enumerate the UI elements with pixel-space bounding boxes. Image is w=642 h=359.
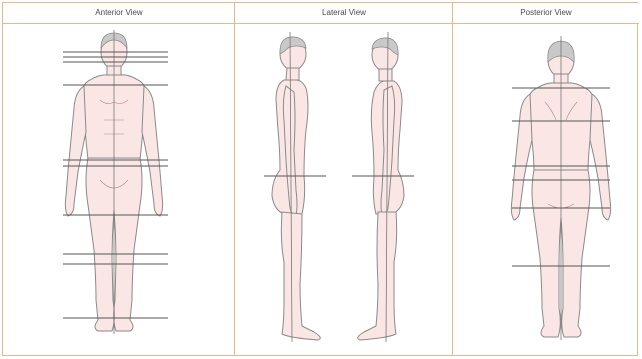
lateral-figure-left-facing bbox=[352, 32, 414, 342]
anterior-figure bbox=[63, 30, 168, 334]
lateral-figure-right-facing bbox=[264, 32, 326, 342]
posterior-figure bbox=[511, 36, 610, 340]
